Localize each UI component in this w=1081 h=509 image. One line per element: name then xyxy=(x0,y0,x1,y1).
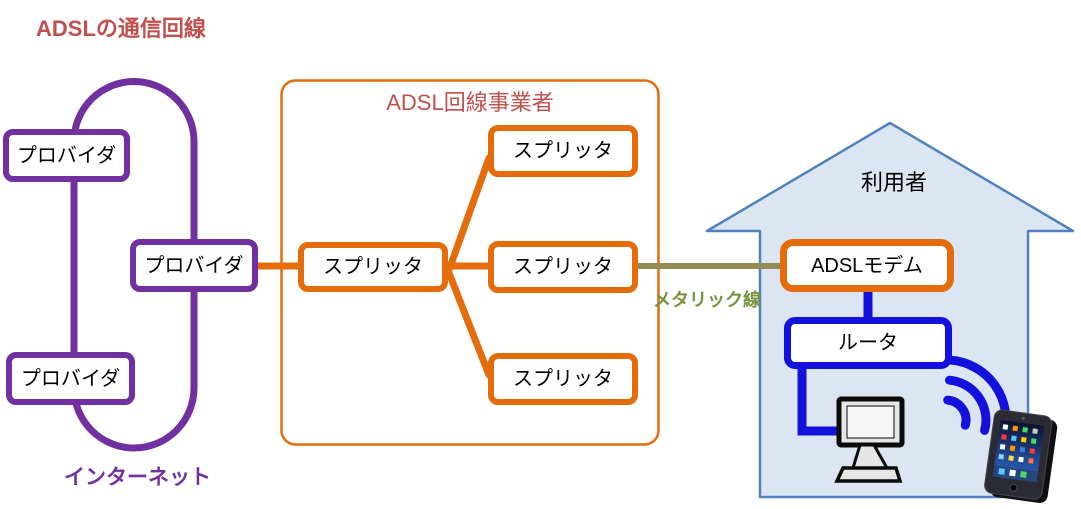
adsl-modem-node: ADSLモデム xyxy=(780,239,954,292)
house-user-label: 利用者 xyxy=(860,170,927,195)
router-label: ルータ xyxy=(838,332,898,354)
provider-node-3: プロバイダ xyxy=(6,352,135,405)
splitter-node-label: スプリッタ xyxy=(513,256,613,278)
provider-node-label: プロバイダ xyxy=(16,144,117,167)
provider-node-1: プロバイダ xyxy=(3,129,130,182)
splitter-node-label: スプリッタ xyxy=(513,140,613,162)
splitter-fan-lines xyxy=(443,154,494,379)
carrier-section-title: ADSL回線事業者 xyxy=(386,90,554,115)
tablet-icon xyxy=(984,409,1058,503)
splitter-node-label: スプリッタ xyxy=(323,256,423,278)
splitter-hub-node: スプリッタ xyxy=(298,242,448,292)
provider-node-label: プロバイダ xyxy=(144,254,244,277)
adsl-modem-label: ADSLモデム xyxy=(811,254,923,277)
internet-label: インターネット xyxy=(64,466,211,489)
splitter-node-top: スプリッタ xyxy=(488,125,638,177)
desktop-computer-icon xyxy=(834,396,905,483)
metallic-line-label: メタリック線 xyxy=(653,290,761,310)
provider-node-label: プロバイダ xyxy=(20,367,121,390)
router-node: ルータ xyxy=(784,317,952,369)
tablet-app-grid xyxy=(998,424,1038,464)
router-computer-line xyxy=(797,366,838,436)
splitter-node-label: スプリッタ xyxy=(513,368,613,390)
splitter-node-middle: スプリッタ xyxy=(488,241,638,293)
page-title: ADSLの通信回線 xyxy=(36,16,206,41)
provider-node-2: プロバイダ xyxy=(130,239,258,292)
splitter-node-bottom: スプリッタ xyxy=(488,353,638,405)
